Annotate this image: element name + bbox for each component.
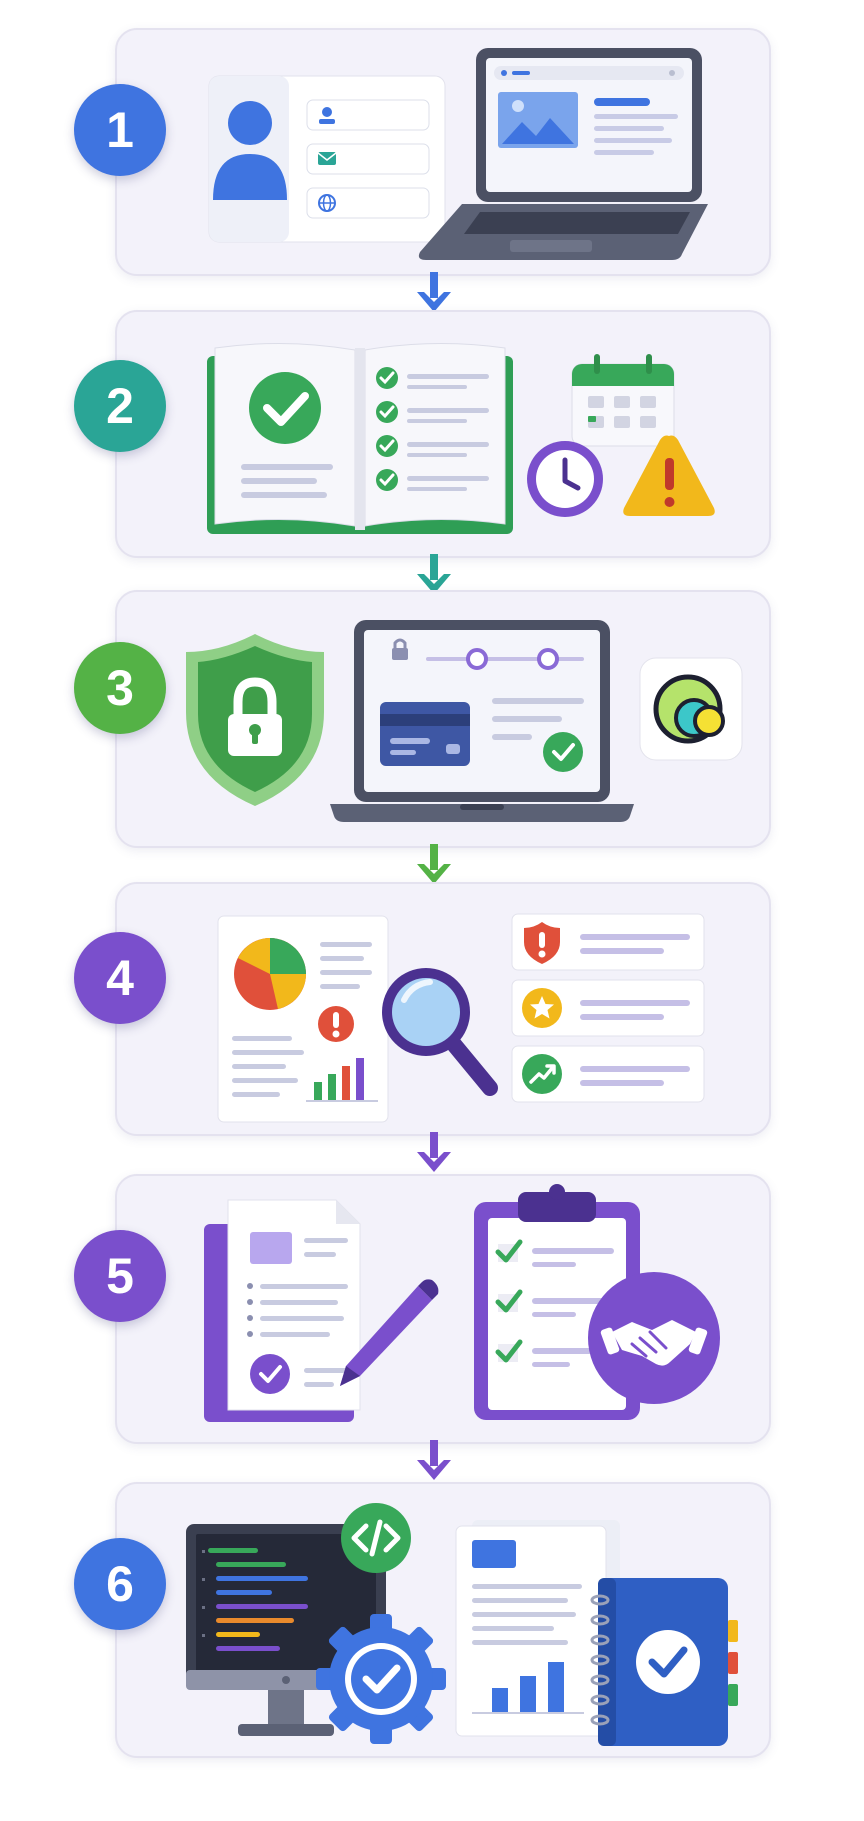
image-placeholder-icon <box>498 92 578 148</box>
step-arrow-1 <box>417 272 451 312</box>
document-sign-pen-icon <box>204 1199 439 1422</box>
laptop-website-icon <box>418 48 708 260</box>
star-list-icon <box>511 979 705 1037</box>
step-6-number: 6 <box>106 1556 134 1612</box>
user-profile-form-icon <box>208 75 446 243</box>
step-5-number: 5 <box>106 1248 134 1304</box>
open-book-checklist-icon <box>207 342 513 534</box>
step-4-badge: 4 <box>74 932 166 1024</box>
growth-list-icon <box>511 1045 705 1103</box>
step-arrow-3 <box>417 844 451 884</box>
step-3-number: 3 <box>106 660 134 716</box>
report-pie-chart-icon <box>217 915 389 1123</box>
gear-check-icon <box>316 1614 446 1744</box>
credit-card-icon <box>380 702 470 766</box>
email-icon <box>317 152 337 165</box>
warning-icon <box>623 435 715 516</box>
step-2-badge: 2 <box>74 360 166 452</box>
step-6-badge: 6 <box>74 1538 166 1630</box>
clock-icon <box>527 441 603 517</box>
magnifier-icon <box>382 968 498 1096</box>
user-icon <box>213 101 287 200</box>
step-1-badge: 1 <box>74 84 166 176</box>
step-arrow-5 <box>417 1440 451 1480</box>
step-arrow-4 <box>417 1132 451 1172</box>
step-3-badge: 3 <box>74 642 166 734</box>
step-1-number: 1 <box>106 102 134 158</box>
step-5-badge: 5 <box>74 1230 166 1322</box>
step-2-number: 2 <box>106 378 134 434</box>
globe-icon <box>318 194 336 212</box>
notebook-check-icon <box>590 1578 738 1746</box>
app-logo-icon <box>639 657 743 761</box>
laptop-payment-icon <box>330 620 634 822</box>
report-bar-chart-icon <box>455 1520 620 1737</box>
step-4-number: 4 <box>106 950 134 1006</box>
pen-icon <box>340 1279 439 1386</box>
calendar-icon <box>571 354 675 447</box>
handshake-icon <box>588 1272 720 1404</box>
security-shield-lock-icon <box>186 634 324 806</box>
step-arrow-2 <box>417 554 451 594</box>
alert-list-icon <box>511 913 705 971</box>
code-tag-icon <box>341 1503 411 1573</box>
